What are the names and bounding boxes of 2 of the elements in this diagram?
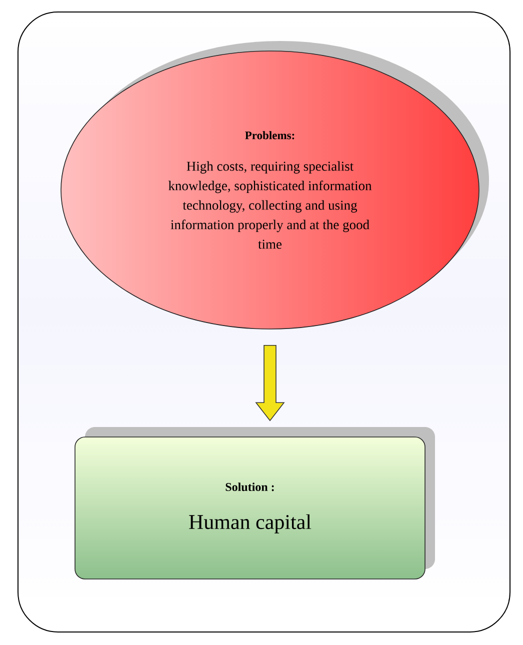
block-arrow [255, 345, 285, 422]
solution-box: Solution : Human capital [74, 436, 426, 580]
